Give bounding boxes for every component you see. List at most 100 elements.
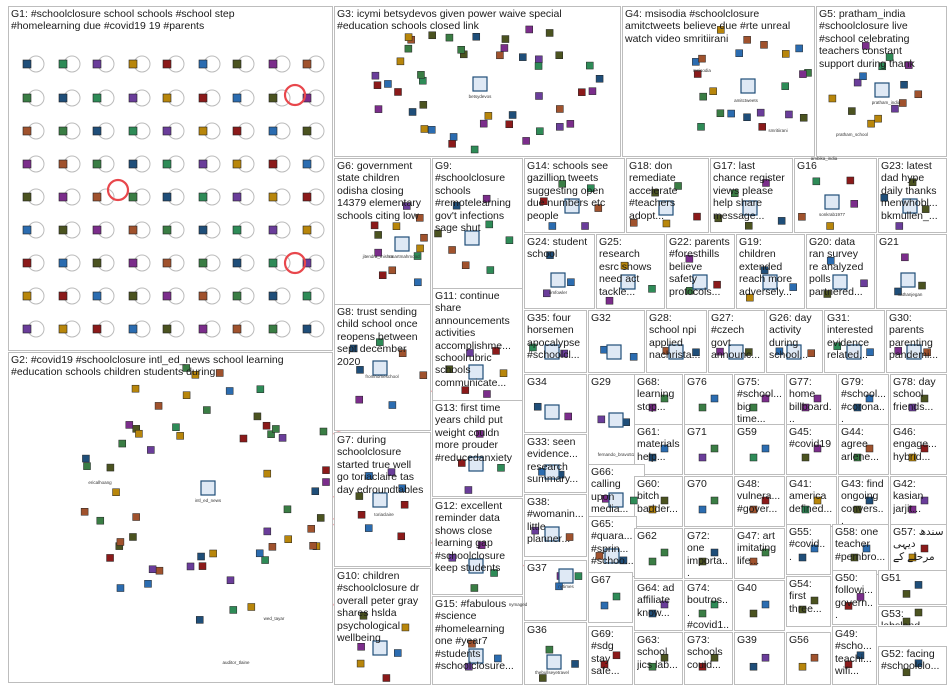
graph-node[interactable]: [232, 159, 242, 169]
graph-node[interactable]: [472, 32, 481, 41]
graph-node[interactable]: [22, 59, 32, 69]
graph-node[interactable]: [195, 616, 204, 624]
graph-node[interactable]: [574, 572, 583, 580]
hub-node[interactable]: [468, 558, 484, 574]
graph-node[interactable]: [176, 432, 184, 440]
graph-node[interactable]: [132, 513, 140, 521]
graph-node[interactable]: [914, 90, 923, 99]
graph-node[interactable]: [853, 505, 862, 514]
graph-node[interactable]: [191, 371, 200, 379]
graph-node[interactable]: [427, 126, 436, 134]
graph-node[interactable]: [813, 444, 822, 453]
hub-node[interactable]: [544, 404, 560, 420]
graph-node[interactable]: [490, 569, 498, 577]
graph-node[interactable]: [710, 600, 719, 609]
graph-node[interactable]: [373, 81, 382, 89]
graph-node[interactable]: [232, 291, 242, 301]
graph-node[interactable]: [760, 41, 768, 49]
graph-node[interactable]: [622, 418, 630, 426]
graph-node[interactable]: [448, 553, 457, 562]
graph-node[interactable]: [761, 653, 770, 662]
graph-node[interactable]: [826, 222, 834, 230]
graph-node[interactable]: [268, 291, 278, 301]
graph-node[interactable]: [494, 654, 502, 663]
graph-node[interactable]: [660, 653, 669, 662]
graph-node[interactable]: [420, 233, 428, 242]
graph-node[interactable]: [428, 31, 436, 40]
graph-node[interactable]: [309, 542, 317, 550]
hub-node[interactable]: [544, 526, 560, 542]
graph-node[interactable]: [302, 192, 312, 202]
hub-node[interactable]: [874, 82, 890, 98]
graph-node[interactable]: [860, 279, 868, 288]
graph-node[interactable]: [710, 444, 719, 453]
graph-node[interactable]: [885, 53, 894, 61]
graph-node[interactable]: [22, 159, 32, 169]
graph-node[interactable]: [492, 347, 500, 355]
graph-node[interactable]: [197, 552, 205, 561]
graph-node[interactable]: [565, 533, 574, 541]
graph-node[interactable]: [162, 93, 172, 103]
graph-node[interactable]: [535, 55, 543, 64]
graph-node[interactable]: [371, 71, 380, 80]
graph-node[interactable]: [505, 236, 514, 244]
graph-node[interactable]: [540, 197, 548, 206]
hub-node[interactable]: [846, 344, 862, 360]
graph-node[interactable]: [448, 140, 456, 148]
graph-node[interactable]: [848, 107, 856, 115]
graph-node[interactable]: [374, 231, 382, 239]
graph-node[interactable]: [128, 291, 138, 301]
graph-node[interactable]: [823, 290, 832, 298]
graph-node[interactable]: [920, 394, 929, 403]
graph-node[interactable]: [619, 556, 628, 565]
graph-node[interactable]: [749, 609, 758, 618]
graph-node[interactable]: [92, 93, 102, 103]
graph-node[interactable]: [878, 62, 886, 71]
graph-node[interactable]: [801, 505, 810, 514]
graph-node[interactable]: [302, 59, 312, 69]
hub-node[interactable]: [394, 236, 410, 252]
graph-node[interactable]: [866, 348, 874, 356]
graph-node[interactable]: [355, 492, 364, 500]
graph-node[interactable]: [470, 145, 479, 154]
graph-node[interactable]: [713, 280, 721, 289]
graph-node[interactable]: [388, 266, 397, 275]
graph-node[interactable]: [162, 159, 172, 169]
graph-node[interactable]: [920, 496, 929, 505]
hub-node[interactable]: [608, 412, 624, 428]
graph-node[interactable]: [801, 453, 810, 462]
graph-node[interactable]: [597, 415, 606, 424]
graph-node[interactable]: [162, 59, 172, 69]
graph-node[interactable]: [844, 660, 853, 669]
graph-node[interactable]: [128, 324, 138, 334]
graph-node[interactable]: [698, 403, 707, 412]
graph-node[interactable]: [781, 50, 790, 58]
hub-node[interactable]: [620, 274, 636, 290]
graph-node[interactable]: [162, 324, 172, 334]
graph-node[interactable]: [535, 92, 543, 100]
graph-node[interactable]: [116, 538, 125, 546]
graph-node[interactable]: [850, 200, 859, 208]
graph-node[interactable]: [697, 123, 705, 131]
graph-node[interactable]: [477, 541, 486, 549]
graph-node[interactable]: [434, 229, 442, 238]
graph-node[interactable]: [307, 525, 315, 533]
graph-node[interactable]: [414, 278, 422, 287]
graph-node[interactable]: [302, 258, 312, 268]
graph-node[interactable]: [256, 385, 265, 393]
graph-node[interactable]: [128, 93, 138, 103]
graph-node[interactable]: [595, 552, 604, 560]
graph-node[interactable]: [761, 548, 770, 557]
graph-node[interactable]: [458, 459, 466, 467]
graph-node[interactable]: [543, 289, 551, 298]
graph-node[interactable]: [586, 61, 594, 70]
graph-node[interactable]: [239, 434, 248, 443]
graph-node[interactable]: [735, 49, 743, 57]
graph-node[interactable]: [154, 402, 163, 410]
graph-node[interactable]: [692, 348, 700, 357]
graph-node[interactable]: [918, 281, 926, 290]
graph-node[interactable]: [465, 662, 473, 671]
graph-node[interactable]: [349, 344, 358, 353]
graph-node[interactable]: [905, 61, 913, 69]
hub-node[interactable]: [550, 272, 566, 288]
